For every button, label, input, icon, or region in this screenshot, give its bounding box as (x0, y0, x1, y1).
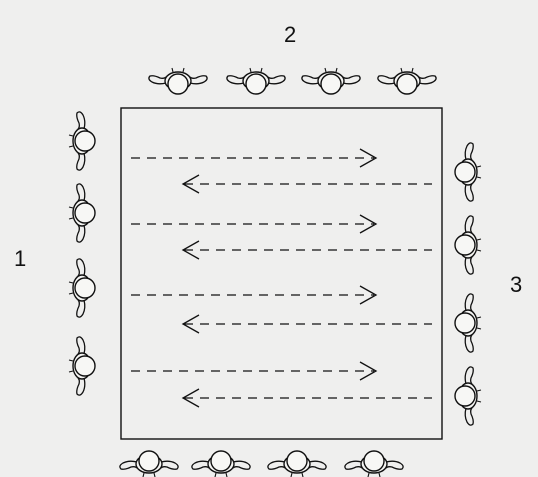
person-right-2 (455, 216, 481, 274)
person-right-3 (455, 294, 481, 352)
person-bottom-3 (268, 451, 326, 477)
arrow-left-1 (183, 175, 432, 193)
arrow-right-2 (131, 215, 376, 233)
person-top-4 (378, 68, 436, 94)
side-label-left: 1 (14, 248, 26, 270)
arrow-right-1 (131, 149, 376, 167)
arrow-left-4 (183, 389, 432, 407)
person-left-1 (69, 112, 95, 170)
arrow-left-2 (183, 241, 432, 259)
arrow-right-4 (131, 362, 376, 380)
side-label-top: 2 (284, 24, 296, 46)
person-top-3 (302, 68, 360, 94)
person-left-4 (69, 337, 95, 395)
side-label-right: 3 (510, 274, 522, 296)
arrow-left-3 (183, 315, 432, 333)
person-bottom-1 (120, 451, 178, 477)
person-right-1 (455, 143, 481, 201)
person-left-3 (69, 259, 95, 317)
person-bottom-2 (192, 451, 250, 477)
person-bottom-4 (345, 451, 403, 477)
person-right-4 (455, 367, 481, 425)
arrow-right-3 (131, 286, 376, 304)
person-left-2 (69, 184, 95, 242)
person-top-1 (149, 68, 207, 94)
person-top-2 (227, 68, 285, 94)
